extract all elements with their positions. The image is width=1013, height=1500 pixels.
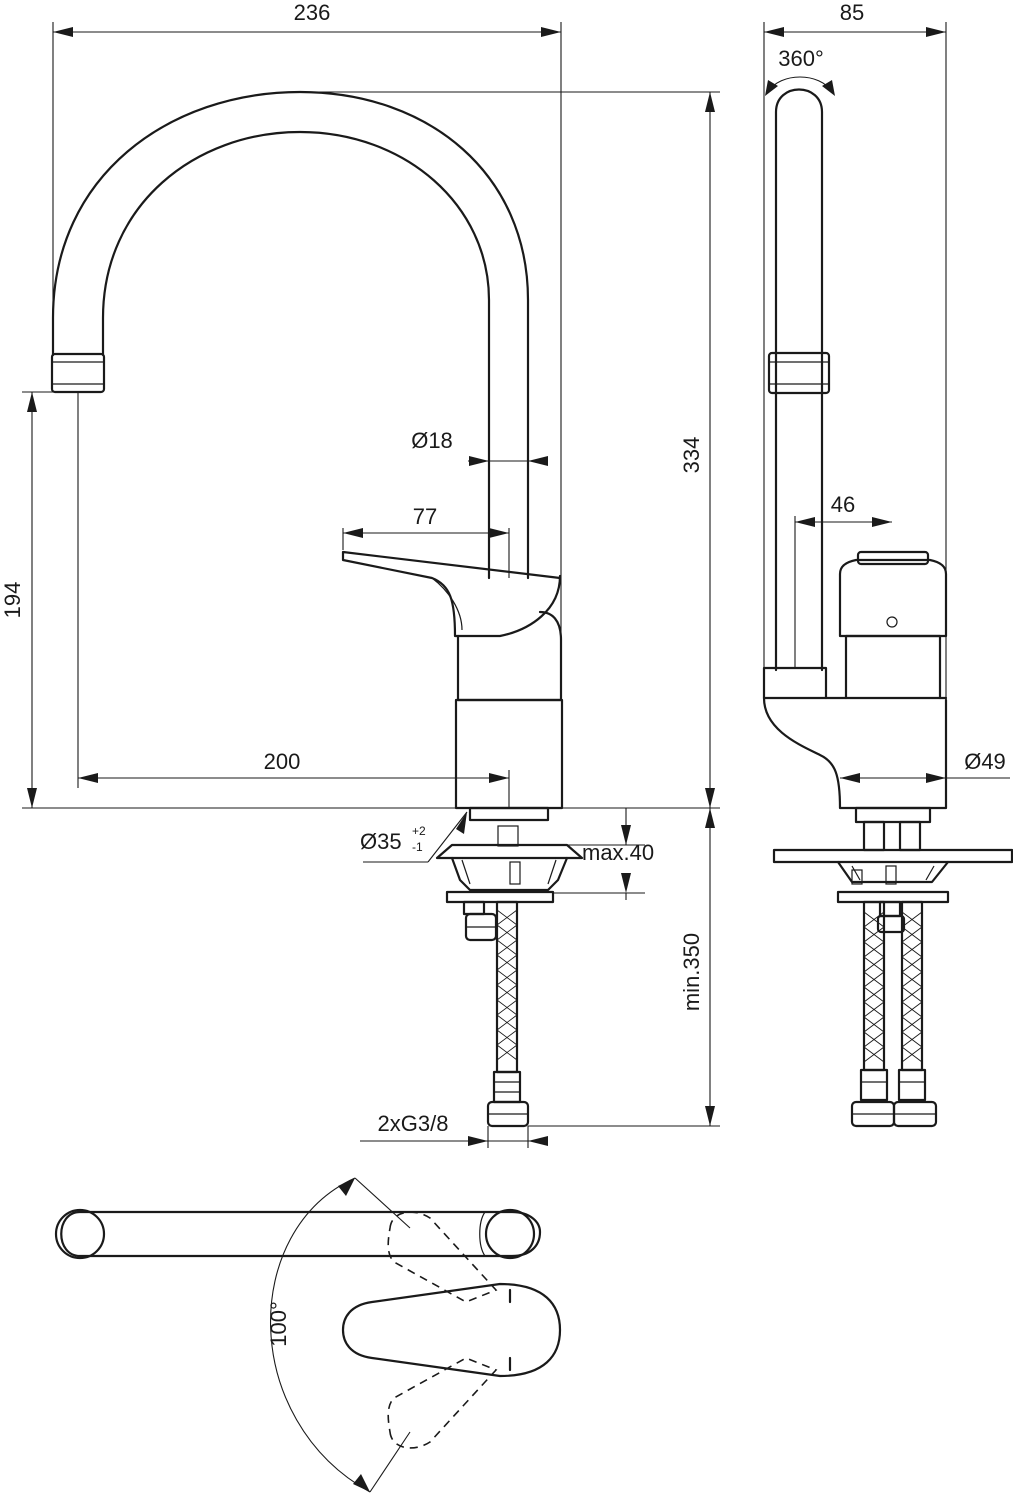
dim-connection	[360, 1126, 548, 1148]
dim-hose-length	[528, 808, 720, 1127]
front-view: 236 334 Ø18 77	[0, 0, 720, 1148]
label-side-depth: 85	[840, 0, 864, 25]
label-spout-height: 194	[0, 582, 25, 619]
label-spout-reach: 200	[264, 749, 301, 774]
label-lever-swing: 100°	[266, 1301, 291, 1347]
label-lever-length: 77	[413, 504, 437, 529]
top-lever	[341, 1282, 562, 1378]
top-spout	[60, 1210, 542, 1258]
lever-handle	[341, 550, 562, 638]
side-view: 85 360° 46 Ø49	[762, 0, 1013, 1128]
label-hose-length: min.350	[679, 933, 704, 1011]
label-side-offset: 46	[831, 492, 855, 517]
dim-lever-length	[342, 528, 510, 578]
side-aerator	[767, 351, 831, 395]
label-hole-tol-plus: +2	[412, 824, 426, 838]
swing-arc	[270, 1177, 411, 1493]
dim-spout-reach	[77, 392, 510, 808]
nut	[462, 900, 498, 942]
rotation-arrow	[765, 76, 835, 96]
dim-side-depth	[763, 22, 947, 698]
side-handle	[838, 558, 948, 638]
aerator	[50, 352, 106, 394]
braided-hose	[486, 900, 530, 1128]
top-lever-swing-down	[387, 1357, 498, 1449]
label-deck-thickness: max.40	[582, 840, 654, 865]
label-spout-diameter: Ø18	[411, 428, 453, 453]
fixing-bracket	[435, 825, 584, 904]
label-body-diameter: Ø49	[964, 749, 1006, 774]
label-connection: 2xG3/8	[378, 1111, 449, 1136]
side-body	[844, 634, 942, 700]
dim-spout-height	[22, 391, 456, 809]
side-fixing-plate	[772, 848, 1013, 904]
label-hole-diameter: Ø35	[360, 829, 402, 854]
side-hoses	[850, 820, 938, 1128]
label-rotation: 360°	[778, 46, 824, 71]
dim-overall-width	[52, 22, 562, 640]
top-lever-swing-up	[387, 1211, 498, 1303]
mixer-body	[456, 610, 563, 702]
dim-total-height	[300, 91, 720, 809]
side-indicator	[886, 616, 898, 628]
dim-side-offset	[794, 516, 892, 668]
label-overall-width: 236	[294, 0, 331, 25]
dim-hole-diameter	[363, 811, 468, 863]
side-spout	[774, 88, 824, 672]
spout-outer	[51, 90, 530, 580]
top-view: 100°	[54, 1177, 562, 1493]
dim-body-diameter	[840, 773, 1010, 783]
dim-spout-diameter	[468, 456, 548, 466]
spout-inner	[101, 130, 491, 580]
label-total-height: 334	[679, 437, 704, 474]
dim-deck-thickness	[553, 808, 645, 900]
label-hole-tol-minus: -1	[412, 840, 423, 854]
